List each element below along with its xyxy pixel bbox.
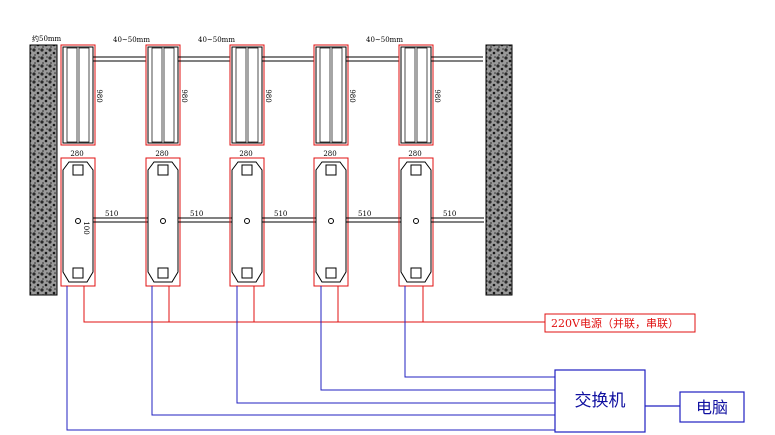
height-label: 980 (180, 89, 188, 102)
top-unit-red-outline (398, 44, 434, 146)
top-unit-red-outline (313, 44, 349, 146)
front-unit-bottom-window (241, 267, 253, 279)
front-unit-bottom-window (410, 267, 422, 279)
arm-length-label: 510 (358, 210, 371, 218)
height-label: 980 (264, 89, 272, 102)
top-unit-inner-panel (247, 47, 259, 143)
arm-length-label: 510 (274, 210, 287, 218)
top-unit-inner-panel (163, 47, 175, 143)
width-label: 280 (239, 150, 252, 158)
top-unit-1: 980 280 (60, 44, 146, 158)
gap-label: 40~50mm (113, 36, 150, 44)
computer-box (679, 391, 745, 423)
switch-label: 交换机 (575, 391, 626, 411)
top-unit-red-outline (229, 44, 265, 146)
front-unit-top-window (241, 164, 253, 176)
top-unit-4: 980 280 (313, 44, 399, 158)
top-unit-body (231, 46, 263, 144)
top-unit-red-outline (145, 44, 181, 146)
front-unit-bottom-window (157, 267, 169, 279)
top-unit-inner-panel (78, 47, 90, 143)
power-wiring: 220V电源（并联，串联） (83, 286, 696, 333)
arm-length-label: 510 (190, 210, 203, 218)
arm-length-label: 510 (443, 210, 456, 218)
left-wall (29, 44, 58, 296)
gap-label: 40~50mm (198, 36, 235, 44)
top-unit-5: 980 280 (398, 44, 483, 158)
switch-box (554, 369, 646, 433)
top-unit-body (62, 46, 94, 144)
network-line-1 (66, 286, 555, 431)
computer-label: 电脑 (696, 398, 728, 417)
top-unit-body (400, 46, 432, 144)
front-unit-hub (413, 218, 419, 224)
top-unit-3: 980 280 (229, 44, 314, 158)
top-unit-inner-panel (331, 47, 343, 143)
right-wall (485, 44, 513, 296)
front-unit-top-window (325, 164, 337, 176)
top-unit-body (315, 46, 347, 144)
front-unit-top-window (410, 164, 422, 176)
front-unit-hub (75, 218, 81, 224)
front-unit-1: 510 (60, 157, 148, 287)
network-line-5 (404, 286, 555, 378)
height-label: 980 (433, 89, 441, 102)
front-unit-bottom-window (72, 267, 84, 279)
arm-length-label: 510 (105, 210, 118, 218)
top-unit-inner-panel (151, 47, 163, 143)
power-label-box (544, 313, 696, 333)
width-label: 280 (155, 150, 168, 158)
front-unit-3: 510 (229, 157, 316, 287)
front-unit-hub (328, 218, 334, 224)
front-unit-top-window (157, 164, 169, 176)
front-unit-hub (244, 218, 250, 224)
gap-label: 40~50mm (366, 36, 403, 44)
top-unit-inner-panel (404, 47, 416, 143)
width-label: 280 (408, 150, 421, 158)
network-line-4 (320, 286, 555, 391)
front-unit-bottom-window (325, 267, 337, 279)
front-unit-top-window (72, 164, 84, 176)
network-line-2 (151, 286, 555, 416)
front-unit-4: 510 (313, 157, 401, 287)
power-bus-line (83, 286, 545, 323)
front-unit-hub (160, 218, 166, 224)
top-unit-inner-panel (235, 47, 247, 143)
top-view-units: 980 280 980 280 980 280 980 280 980 280 40~50mm 40~… (60, 36, 483, 158)
network-wiring: 交换机 电脑 (66, 286, 745, 433)
top-unit-red-outline (60, 44, 96, 146)
network-line-3 (236, 286, 555, 404)
width-label: 280 (323, 150, 336, 158)
top-unit-inner-panel (66, 47, 78, 143)
top-unit-2: 980 280 (145, 44, 230, 158)
front-unit-5: 510 (398, 157, 484, 287)
front-view-units: 510 510 510 510 510 100 (60, 157, 484, 287)
power-label: 220V电源（并联，串联） (551, 316, 679, 330)
height-label: 980 (348, 89, 356, 102)
top-unit-body (147, 46, 179, 144)
front-unit-2: 510 (145, 157, 232, 287)
wall-gap-label: 约50mm (32, 34, 62, 43)
height-label: 980 (95, 89, 103, 102)
top-unit-inner-panel (319, 47, 331, 143)
width-label: 280 (70, 150, 83, 158)
top-unit-inner-panel (416, 47, 428, 143)
post-label: 100 (82, 221, 90, 234)
